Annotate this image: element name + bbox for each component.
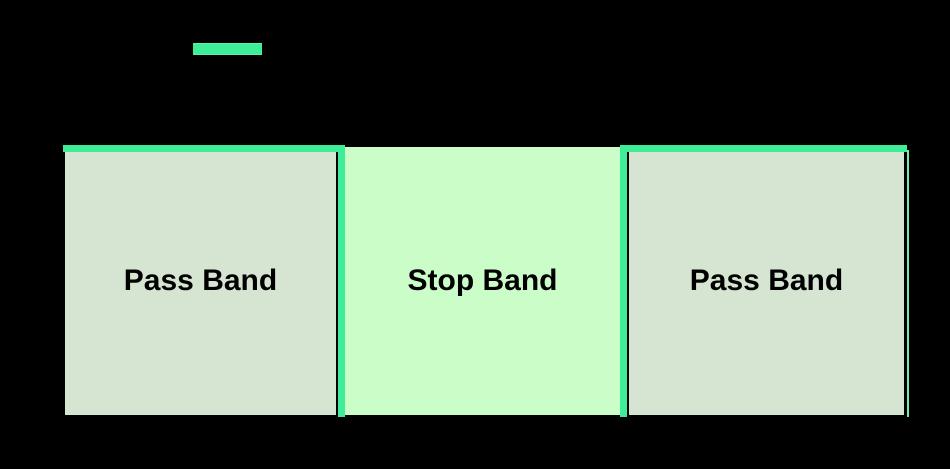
pass-band-right-label: Pass Band xyxy=(689,264,844,297)
response-line-top-right-passband xyxy=(620,145,907,152)
stop-band-label: Stop Band xyxy=(407,264,558,297)
response-line-top-left-passband xyxy=(63,145,345,152)
pass-band-region-left: Pass Band xyxy=(63,145,338,417)
response-line-right-edge xyxy=(907,150,909,417)
response-line-rise-at-stopband-end xyxy=(620,145,627,417)
pass-band-left-label: Pass Band xyxy=(123,264,278,297)
legend-line-swatch-icon xyxy=(193,43,262,55)
pass-band-region-right: Pass Band xyxy=(627,145,906,417)
stop-band-region: Stop Band xyxy=(338,145,627,417)
response-line-drop-at-stopband-start xyxy=(338,145,345,417)
